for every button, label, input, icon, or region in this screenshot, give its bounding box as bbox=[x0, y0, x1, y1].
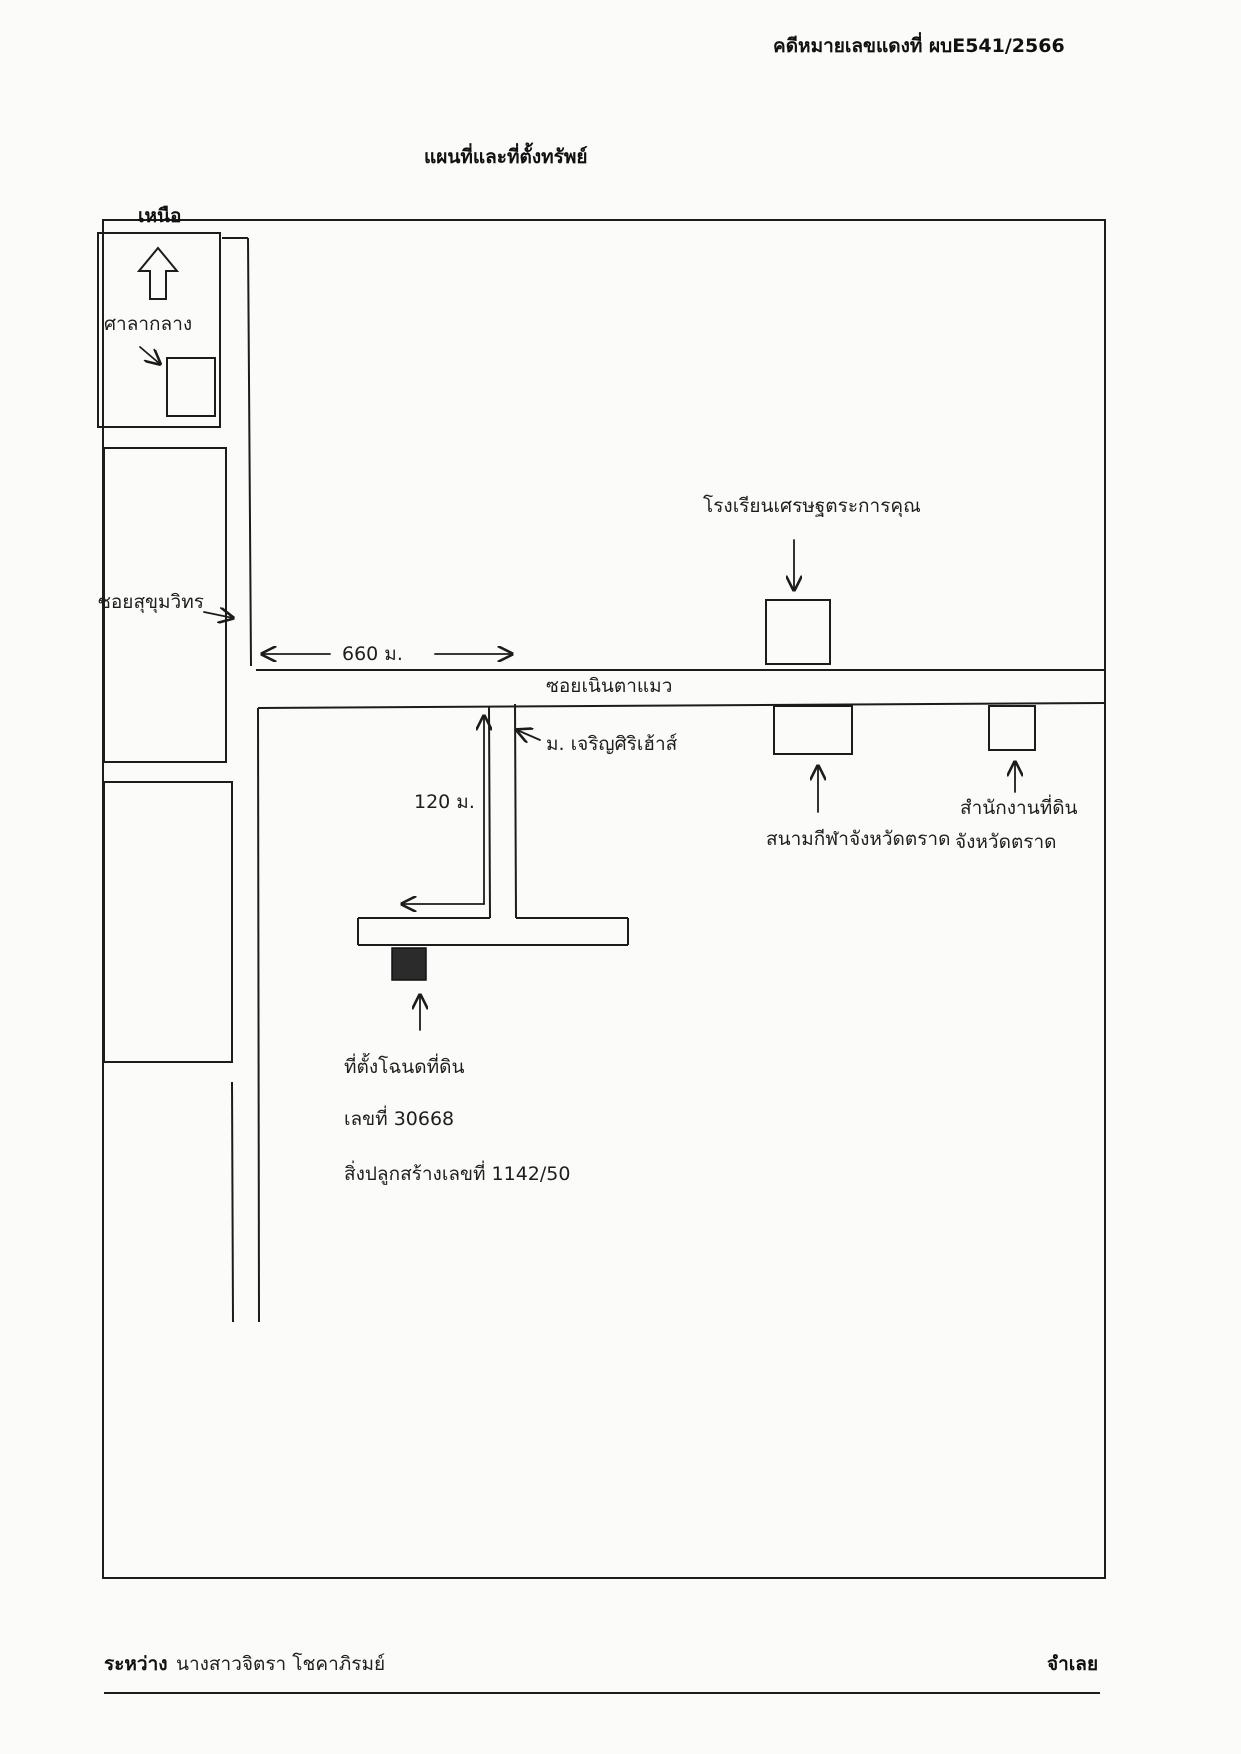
top-left-landmark-box bbox=[166, 357, 216, 417]
stadium-label: สนามกีฬาจังหวัดตราด bbox=[766, 828, 950, 850]
role-label: จำเลย bbox=[1047, 1653, 1098, 1675]
case-number: คดีหมายเลขแดงที่ ผบE541/2566 bbox=[773, 32, 1065, 57]
land-office-label-line1: สำนักงานที่ดิน bbox=[960, 794, 1078, 819]
land-office-label-line2: จังหวัดตราด bbox=[955, 831, 1057, 853]
distance-into-village: 120 ม. bbox=[414, 791, 475, 813]
map-title: แผนที่และที่ตั้งทรัพย์ bbox=[424, 142, 588, 168]
village-road-edge-right bbox=[514, 703, 517, 919]
village-road-edge-left bbox=[488, 705, 491, 919]
land-office-box bbox=[988, 705, 1036, 751]
village-label: ม. เจริญศิริเฮ้าส์ bbox=[546, 733, 678, 755]
property-line-2: เลขที่ 30668 bbox=[344, 1105, 454, 1130]
left-block-middle bbox=[103, 447, 227, 763]
party-name: นางสาวจิตรา โชคาภิรมย์ bbox=[176, 1652, 385, 1675]
north-arrow-icon bbox=[136, 246, 180, 300]
village-arrow bbox=[517, 730, 541, 740]
top-left-landmark-label: ศาลากลาง bbox=[104, 313, 192, 335]
property-line-3: สิ่งปลูกสร้างเลขที่ 1142/50 bbox=[344, 1160, 570, 1185]
stadium-box bbox=[773, 705, 853, 755]
side-road-pointer-arrow bbox=[203, 612, 233, 618]
property-marker bbox=[391, 947, 427, 981]
main-road-label: ซอยเนินตาแมว bbox=[546, 675, 672, 697]
between-label: ระหว่าง bbox=[104, 1653, 168, 1675]
top-left-landmark-arrow bbox=[139, 346, 160, 364]
school-box bbox=[765, 599, 831, 665]
side-road-edge-right-lower bbox=[257, 707, 260, 1323]
map-frame bbox=[102, 219, 1106, 1579]
left-block-lower bbox=[103, 781, 233, 1063]
top-left-block bbox=[97, 232, 221, 428]
property-line-1: ที่ตั้งโฉนดที่ดิน bbox=[344, 1053, 464, 1078]
school-label: โรงเรียนเศรษฐตระการคุณ bbox=[703, 494, 921, 518]
north-label: เหนือ bbox=[138, 205, 181, 227]
main-road-edge-lower bbox=[257, 702, 1106, 709]
side-road-label: ซอยสุขุมวิทร bbox=[98, 591, 204, 614]
side-road-edge-left-lower bbox=[231, 1081, 234, 1323]
distance-along-main: 660 ม. bbox=[342, 643, 403, 665]
side-road-edge-right-upper bbox=[247, 237, 252, 667]
